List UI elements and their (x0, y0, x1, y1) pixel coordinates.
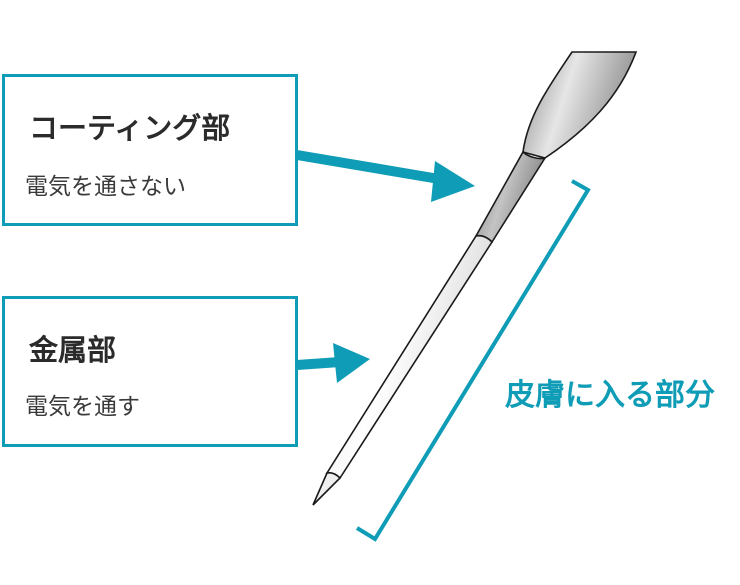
arrow-to-coating (296, 150, 475, 202)
needle-tip (312, 471, 342, 506)
callout-coating-description: 電気を通さない (25, 174, 186, 200)
callout-coating: コーティング部 電気を通さない (2, 74, 298, 226)
needle-handle (522, 51, 638, 159)
callout-coating-title: コーティング部 (29, 111, 231, 145)
needle-coated-section (474, 150, 547, 244)
callout-metal-title: 金属部 (29, 333, 117, 367)
callout-metal-description: 電気を通す (25, 394, 140, 420)
skin-insertion-bracket (355, 179, 591, 542)
callout-metal: 金属部 電気を通す (2, 296, 298, 447)
skin-insertion-label: 皮膚に入る部分 (505, 378, 715, 413)
arrow-to-metal (296, 343, 370, 383)
